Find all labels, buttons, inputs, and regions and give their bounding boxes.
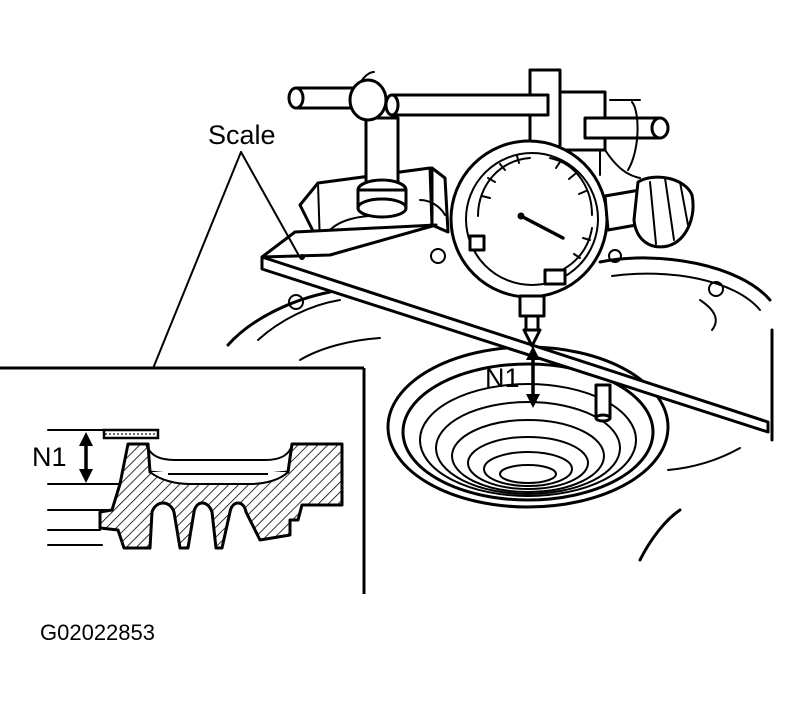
- dial-gauge: [449, 139, 609, 348]
- scale-mark-dot: [299, 254, 305, 260]
- n1-detail-arrow: [79, 432, 93, 483]
- gauge-knob: [603, 175, 695, 249]
- n1-measurement-arrow: [526, 346, 540, 408]
- scale-bar: [260, 223, 770, 434]
- detail-inset: N1: [0, 366, 366, 594]
- n1-label-main: N1: [485, 363, 520, 393]
- bore-opening: [386, 345, 670, 509]
- scale-support-leg: [594, 383, 612, 423]
- dial-needle: [519, 214, 565, 240]
- housing-cross-section: [98, 442, 344, 550]
- dial-ticks: [481, 155, 591, 259]
- scale-label: Scale: [208, 120, 276, 150]
- figure-code: G02022853: [40, 620, 155, 645]
- clamp-rod: [287, 71, 670, 179]
- inset-scale-piece: [102, 428, 160, 440]
- stand-post: [356, 116, 408, 219]
- n1-label-detail: N1: [32, 442, 67, 472]
